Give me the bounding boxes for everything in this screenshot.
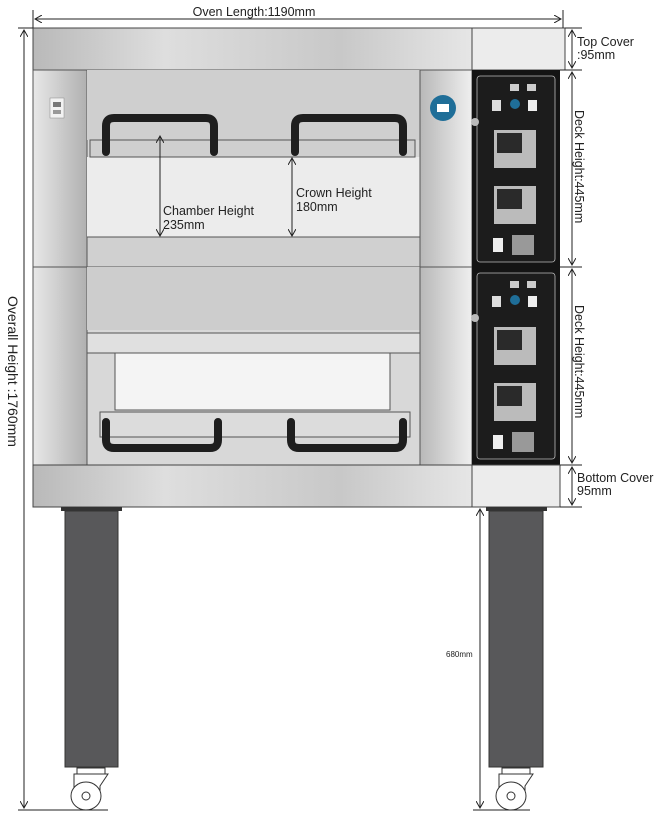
door-handle[interactable]: [102, 418, 222, 452]
crown-height-value: 180mm: [296, 200, 338, 214]
chamber-height-label: Chamber Height: [163, 204, 255, 218]
light-switch[interactable]: [528, 296, 537, 307]
bottom-cover-value: 95mm: [577, 484, 612, 498]
dimension-lines: [18, 10, 582, 811]
certification-label: [49, 97, 65, 119]
deck-height-upper-label: Deck Height:445mm: [572, 110, 586, 223]
timer-setup[interactable]: [512, 235, 534, 255]
top-cover-value: :95mm: [577, 48, 615, 62]
bottom-cover: [32, 464, 561, 508]
bottom-cover-label: Bottom Cover: [577, 471, 653, 485]
light-switch[interactable]: [528, 100, 537, 111]
steam-switch[interactable]: [493, 238, 503, 252]
steam-switch[interactable]: [493, 435, 503, 449]
door-handle[interactable]: [287, 418, 407, 452]
lower-deck: [32, 266, 473, 466]
overall-height-label: Overall Height :1760mm: [5, 296, 21, 447]
caster-wheel-icon: [70, 767, 109, 811]
leg-left: [61, 507, 122, 768]
power-switch[interactable]: [492, 296, 501, 307]
leg-height-label: 680mm: [446, 650, 473, 659]
caster-wheel-icon: [495, 767, 534, 811]
leg-right: [486, 507, 547, 768]
control-panel-lower: [471, 267, 560, 465]
door-handle[interactable]: [102, 114, 218, 156]
top-cover: [32, 27, 566, 71]
oven-length-label: Oven Length:1190mm: [193, 5, 316, 19]
control-panel-upper: [471, 70, 560, 267]
chamber-height-value: 235mm: [163, 218, 205, 232]
timer-setup[interactable]: [512, 432, 534, 452]
door-handle[interactable]: [291, 114, 407, 156]
deck-height-lower-label: Deck Height:445mm: [572, 305, 586, 418]
top-cover-label: Top Cover: [577, 35, 634, 49]
indicator-lamp: [510, 99, 520, 109]
safety-badge-icon: [430, 95, 456, 121]
crown-height-label: Crown Height: [296, 186, 372, 200]
power-switch[interactable]: [492, 100, 501, 111]
indicator-lamp: [510, 295, 520, 305]
upper-deck: [32, 69, 473, 268]
